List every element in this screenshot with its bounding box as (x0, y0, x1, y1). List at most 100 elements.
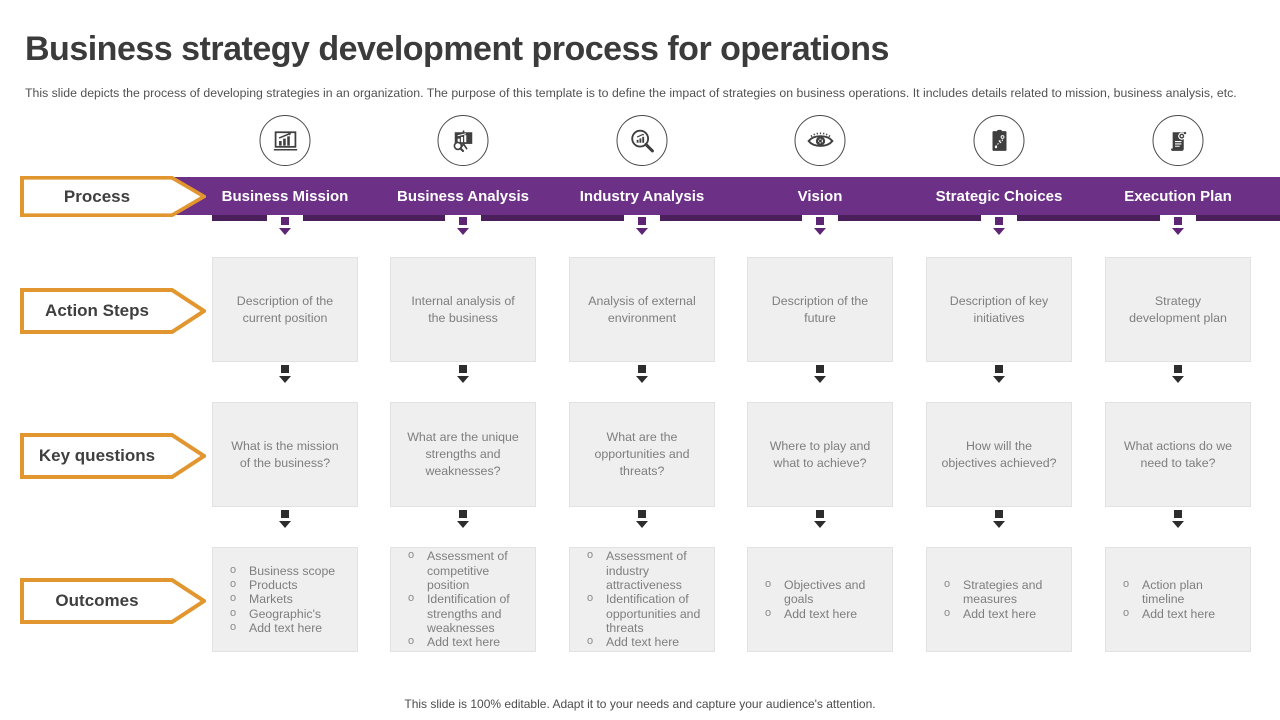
row-label-action-steps[interactable]: Action Steps (20, 288, 206, 334)
down-arrow-marker (459, 510, 467, 518)
presentation-analysis-icon (453, 130, 472, 152)
down-arrow-marker (816, 365, 824, 373)
icon-circle[interactable] (259, 115, 311, 166)
down-arrow-marker (280, 216, 290, 226)
footer-note: This slide is 100% editable. Adapt it to… (404, 697, 876, 711)
outcomes-box[interactable]: Business scope Products Markets Geograph… (212, 547, 358, 652)
down-arrow-marker (457, 376, 469, 383)
outcome-item: Action plan timeline (1116, 578, 1244, 607)
down-arrow-marker (636, 228, 648, 235)
outcome-item: Products (223, 578, 351, 592)
icon-circle[interactable] (794, 115, 846, 166)
down-arrow-marker (995, 510, 1003, 518)
outcome-item: Identification of strengths and weakness… (401, 592, 529, 635)
outcomes-box[interactable]: Strategies and measures Add text here (926, 547, 1072, 652)
action-step-box[interactable]: Description of key initiatives (926, 257, 1072, 362)
outcome-item: Assessment of industry attractiveness (580, 549, 708, 592)
outcome-item: Markets (223, 592, 351, 606)
outcomes-box[interactable]: Assessment of industry attractiveness Id… (569, 547, 715, 652)
action-step-box[interactable]: Description of the future (747, 257, 893, 362)
down-arrow-marker (459, 365, 467, 373)
row-label-text: Action Steps (45, 301, 149, 320)
slide-description: This slide depicts the process of develo… (25, 86, 1237, 100)
outcome-item: Add text here (758, 607, 886, 621)
magnifier-chart-icon (630, 129, 654, 152)
icon-circle[interactable] (1152, 115, 1204, 166)
outcome-item: Objectives and goals (758, 578, 886, 607)
down-arrow-marker (1174, 365, 1182, 373)
arrow-label-shape (20, 176, 206, 217)
key-question-box[interactable]: What actions do we need to take? (1105, 402, 1251, 507)
down-arrow-marker (458, 216, 468, 226)
outcome-item: Add text here (580, 635, 708, 649)
down-arrow-marker (993, 228, 1005, 235)
outcomes-box[interactable]: Assessment of competitive position Ident… (390, 547, 536, 652)
key-question-box[interactable]: Where to play and what to achieve? (747, 402, 893, 507)
action-step-box[interactable]: Strategy development plan (1105, 257, 1251, 362)
down-arrow-marker (995, 365, 1003, 373)
eye-icon (806, 132, 834, 147)
down-arrow-marker (279, 521, 291, 528)
outcome-list: Assessment of industry attractiveness Id… (580, 549, 708, 650)
scroll-gear-icon (1170, 131, 1186, 151)
outcome-list: Objectives and goals Add text here (758, 578, 886, 621)
outcome-item: Add text here (223, 621, 351, 635)
down-arrow-marker (279, 228, 291, 235)
down-arrow-marker (1174, 510, 1182, 518)
icon-circle[interactable] (616, 115, 668, 166)
column-business-analysis: Business Analysis Internal analysis of t… (390, 115, 536, 660)
outcome-item: Add text here (1116, 607, 1244, 621)
down-arrow-marker (993, 376, 1005, 383)
down-arrow-marker (814, 376, 826, 383)
column-header[interactable]: Business Mission (221, 187, 349, 205)
down-arrow-marker (636, 521, 648, 528)
outcome-list: Assessment of competitive position Ident… (401, 549, 529, 650)
key-question-box[interactable]: What is the mission of the business? (212, 402, 358, 507)
column-strategic-choices: Strategic Choices Description of key ini… (926, 115, 1072, 660)
row-label-text: Outcomes (55, 591, 139, 610)
column-header[interactable]: Business Analysis (396, 187, 529, 205)
column-industry-analysis: Industry Analysis Analysis of external e… (569, 115, 715, 660)
process-band (150, 177, 1280, 215)
row-label-key-questions[interactable]: Key questions (20, 433, 206, 479)
column-vision: Vision Description of the future Where t… (747, 115, 893, 660)
row-label-text: Key questions (38, 446, 156, 465)
column-header[interactable]: Industry Analysis (579, 187, 705, 205)
down-arrow-marker (814, 521, 826, 528)
column-business-mission: Business Mission Description of the curr… (212, 115, 358, 660)
icon-circle[interactable] (437, 115, 489, 166)
down-arrow-marker (279, 376, 291, 383)
key-question-box[interactable]: What are the unique strengths and weakne… (390, 402, 536, 507)
down-arrow-marker (281, 365, 289, 373)
row-label-outcomes[interactable]: Outcomes (20, 578, 206, 624)
down-arrow-marker (638, 365, 646, 373)
action-step-box[interactable]: Description of the current position (212, 257, 358, 362)
down-arrow-marker (638, 510, 646, 518)
down-arrow-marker (637, 216, 647, 226)
action-step-box[interactable]: Internal analysis of the business (390, 257, 536, 362)
key-question-box[interactable]: How will the objectives achieved? (926, 402, 1072, 507)
outcome-list: Business scope Products Markets Geograph… (223, 564, 351, 636)
outcomes-box[interactable]: Objectives and goals Add text here (747, 547, 893, 652)
key-question-box[interactable]: What are the opportunities and threats? (569, 402, 715, 507)
column-header[interactable]: Vision (797, 187, 843, 205)
down-arrow-marker (994, 216, 1004, 226)
arrow-label-shape (20, 433, 206, 479)
outcome-item: Assessment of competitive position (401, 549, 529, 592)
column-header[interactable]: Strategic Choices (935, 187, 1063, 205)
row-label-process[interactable]: Process (20, 176, 206, 217)
outcome-item: Business scope (223, 564, 351, 578)
column-header[interactable]: Execution Plan (1124, 187, 1232, 205)
down-arrow-marker (1172, 521, 1184, 528)
icon-circle[interactable] (973, 115, 1025, 166)
outcomes-box[interactable]: Action plan timeline Add text here (1105, 547, 1251, 652)
outcome-item: Identification of opportunities and thre… (580, 592, 708, 635)
down-arrow-marker (457, 228, 469, 235)
down-arrow-marker (816, 510, 824, 518)
outcome-list: Action plan timeline Add text here (1116, 578, 1244, 621)
outcome-list: Strategies and measures Add text here (937, 578, 1065, 621)
arrow-label-shape (20, 578, 206, 624)
action-step-box[interactable]: Analysis of external environment (569, 257, 715, 362)
arrow-label-shape (20, 288, 206, 334)
down-arrow-marker (1173, 216, 1183, 226)
